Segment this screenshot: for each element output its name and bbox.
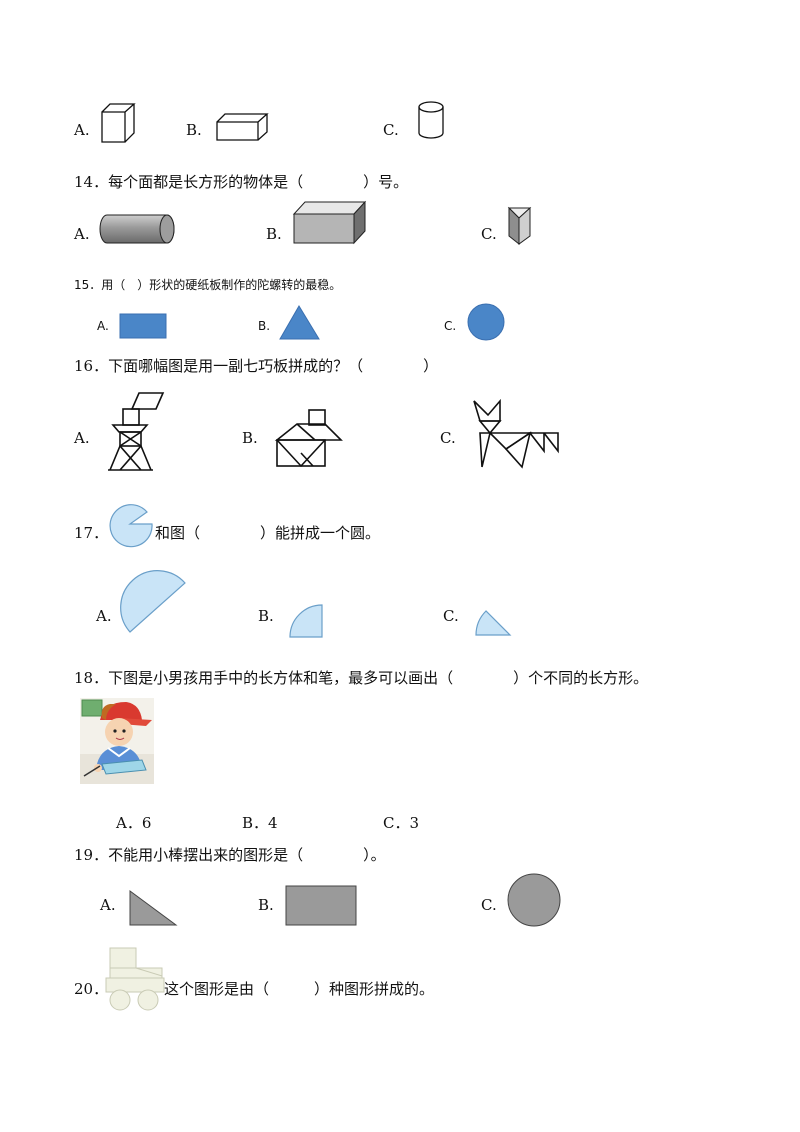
q17-option-b-label: B. (258, 607, 274, 625)
q16-tangram-house-figure (274, 409, 343, 468)
q17-small-sector-shape (475, 610, 512, 636)
q13-option-c-label: C. (383, 121, 399, 139)
q19-rectangle-shape (285, 885, 357, 926)
q20-stroller-figure (105, 947, 165, 1011)
q20-stem: 这个图形是由（ ）种图形拼成的。 (164, 980, 435, 998)
q16-stem: 16．下面哪幅图是用一副七巧板拼成的？（ ） (74, 357, 439, 375)
q17-half-circle-shape (120, 570, 186, 633)
q17-stem: 和图（ ）能拼成一个圆。 (155, 524, 381, 542)
q17-pacman-circle-shape (109, 504, 153, 548)
q15-option-b-label: B. (258, 319, 271, 333)
q15-triangle-card-shape (279, 305, 320, 340)
q14-option-c-label: C. (481, 225, 497, 243)
q14-option-a-label: A. (74, 225, 90, 243)
q15-circle-card-shape (467, 303, 505, 341)
q15-stem: 15．用（ ）形状的硬纸板制作的陀螺转的最稳。 (74, 278, 342, 292)
q13-option-b-label: B. (186, 121, 202, 139)
q16-tangram-fox-figure (473, 398, 559, 469)
q19-stem: 19．不能用小棒摆出来的图形是（ ）。 (74, 846, 386, 864)
q18-option-c: C．3 (383, 814, 420, 832)
q14-cylinder-pipe-shape (99, 214, 175, 244)
q15-rectangle-card-shape (119, 313, 167, 339)
q19-option-c-label: C. (481, 896, 497, 914)
q15-option-a-label: A. (97, 319, 109, 333)
q17-option-a-label: A. (96, 607, 112, 625)
q18-option-b: B．4 (242, 814, 278, 832)
q16-option-b-label: B. (242, 429, 258, 447)
q20-number: 20． (74, 980, 109, 998)
q15-option-c-label: C. (444, 319, 457, 333)
q17-number: 17． (74, 524, 109, 542)
q17-quarter-circle-shape (289, 604, 323, 638)
q16-option-a-label: A. (74, 429, 90, 447)
q18-boy-with-cuboid-illustration (80, 698, 154, 784)
q17-option-c-label: C. (443, 607, 459, 625)
q13-flat-cuboid-shape (216, 113, 269, 141)
q13-option-a-label: A. (74, 121, 90, 139)
q16-tangram-tower-figure (108, 392, 165, 471)
q13-tall-cuboid-shape (101, 103, 136, 143)
q18-stem: 18．下图是小男孩用手中的长方体和笔，最多可以画出（ ）个不同的长方形。 (74, 669, 649, 687)
q14-option-b-label: B. (266, 225, 282, 243)
q16-option-c-label: C. (440, 429, 456, 447)
q14-triangular-prism-shape (507, 206, 532, 246)
q19-option-a-label: A. (100, 896, 116, 914)
q18-option-a: A．6 (116, 814, 152, 832)
q14-cuboid-block-shape (292, 200, 367, 245)
q19-circle-shape (507, 873, 561, 927)
q13-cylinder-shape (418, 101, 444, 139)
q14-stem: 14．每个面都是长方形的物体是（ ）号。 (74, 173, 409, 191)
q19-option-b-label: B. (258, 896, 274, 914)
q19-triangle-shape (129, 890, 178, 926)
